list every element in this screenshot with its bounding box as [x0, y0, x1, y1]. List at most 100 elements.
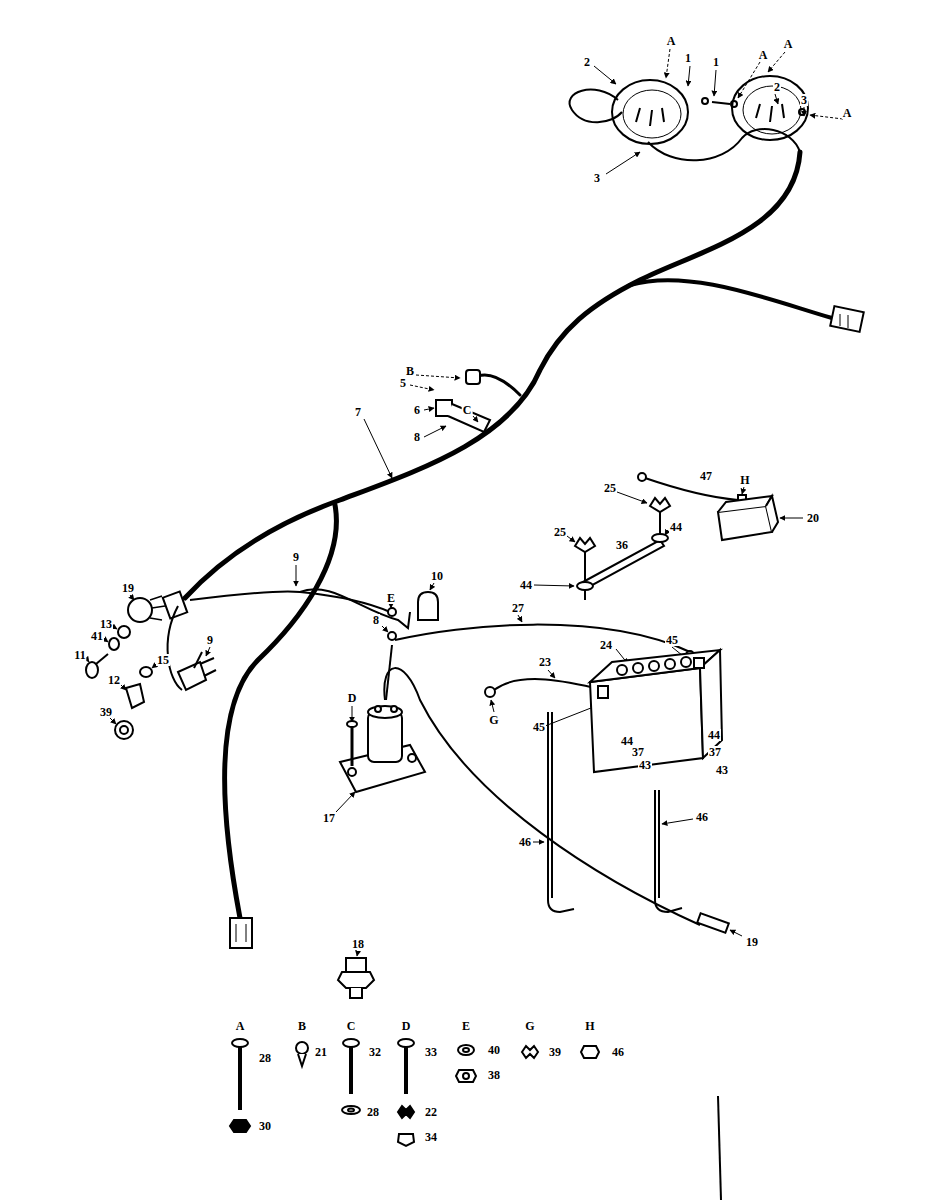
mounting-bracket	[577, 582, 593, 590]
callout-number: 25	[553, 526, 567, 538]
switch	[346, 958, 366, 972]
solenoid	[408, 754, 416, 762]
leader-line	[617, 492, 647, 503]
fastener-key-letter: G	[488, 714, 499, 726]
hold-down-rod	[551, 712, 553, 898]
connector-plug	[163, 306, 864, 948]
fastener-key-letter: E	[386, 592, 396, 604]
callout-number: 25	[603, 482, 617, 494]
fastener-key-letter: A	[235, 1020, 246, 1032]
leader-line	[430, 583, 434, 590]
mounting-bracket	[584, 552, 586, 600]
callout-number: 46	[695, 811, 709, 823]
wire	[494, 679, 604, 690]
headlight	[612, 76, 808, 144]
wire	[395, 625, 690, 652]
headlight	[612, 80, 688, 144]
battery	[633, 663, 643, 673]
leader-line	[742, 487, 744, 494]
leader-line	[714, 70, 716, 96]
ignition-switch	[96, 654, 108, 664]
relay	[766, 496, 778, 532]
callout-number: 45	[532, 721, 546, 733]
fastener-key-letter: C	[462, 404, 473, 416]
callout-number: 2	[773, 81, 781, 93]
headlight-wire	[712, 102, 730, 104]
mounting-bracket	[652, 534, 668, 542]
fastener	[230, 1120, 250, 1132]
wire	[300, 589, 410, 628]
headlight	[743, 86, 801, 134]
callout-number: 3	[593, 172, 601, 184]
ignition-switch	[126, 684, 144, 708]
connector-plug	[230, 918, 252, 948]
leader-line	[357, 951, 358, 956]
callout-number: 5	[399, 377, 407, 389]
leader-line	[665, 530, 668, 535]
leader-line	[775, 94, 778, 104]
headlight-wire	[731, 101, 737, 107]
leader-line	[688, 66, 690, 86]
leader-line	[352, 706, 353, 722]
fastener-key-letter: H	[739, 474, 750, 486]
battery	[665, 659, 675, 669]
callout-number: 33	[424, 1046, 438, 1058]
leader-line	[533, 842, 544, 843]
relay	[718, 496, 778, 540]
fastener-key-letter: H	[584, 1020, 595, 1032]
callout-number: 20	[806, 512, 820, 524]
connector-plug	[830, 306, 864, 332]
fastener	[522, 1046, 538, 1058]
leader-line	[391, 606, 392, 608]
callout-number: 8	[372, 614, 380, 626]
terminal-ring	[388, 608, 396, 616]
leader-line	[206, 647, 210, 656]
plug-cap	[418, 592, 438, 620]
plug-cap	[418, 592, 438, 620]
fastener-key-letter: A	[842, 107, 853, 119]
solenoid	[347, 721, 357, 727]
callout-number: 24	[599, 639, 613, 651]
callout-number: 15	[156, 654, 170, 666]
callout-number: 22	[424, 1106, 438, 1118]
callout-number: 44	[519, 579, 533, 591]
leader-line	[491, 700, 494, 712]
callout-number: 44	[669, 521, 683, 533]
callout-number: 9	[292, 551, 300, 563]
fastener-key-letter: E	[461, 1020, 471, 1032]
leader-line	[430, 583, 434, 590]
headlight-wire	[702, 98, 708, 104]
leader-line	[416, 375, 460, 378]
wiring-harness	[185, 152, 832, 918]
battery	[598, 686, 608, 698]
wiring-harness	[630, 280, 832, 318]
wire	[190, 592, 390, 612]
callout-number: 23	[538, 656, 552, 668]
wire	[645, 478, 738, 500]
leader-line	[296, 565, 297, 586]
leader-line	[424, 408, 434, 410]
leader-line	[567, 536, 575, 542]
leader-line	[742, 487, 803, 518]
leader-line	[810, 115, 843, 119]
leader-line	[533, 819, 693, 842]
fastener	[298, 1054, 306, 1066]
fastener-key-letter: B	[297, 1020, 307, 1032]
wiring-harness	[225, 505, 337, 918]
callout-number: 21	[314, 1046, 328, 1058]
callout-number: 32	[368, 1046, 382, 1058]
fastener-key-letter: B	[405, 365, 415, 377]
terminal-ring	[388, 632, 396, 640]
callout-number: 27	[511, 602, 525, 614]
callout-number: 28	[258, 1052, 272, 1064]
fastener	[230, 1039, 599, 1146]
callout-number: 37	[631, 746, 645, 758]
hold-down-rod	[655, 790, 682, 912]
mounting-bracket	[583, 540, 664, 588]
fastener	[398, 1134, 414, 1146]
battery	[649, 661, 659, 671]
hold-down-rod	[548, 712, 574, 912]
leader-line	[424, 426, 446, 437]
fastener	[238, 1046, 242, 1110]
callout-number: 1	[712, 56, 720, 68]
